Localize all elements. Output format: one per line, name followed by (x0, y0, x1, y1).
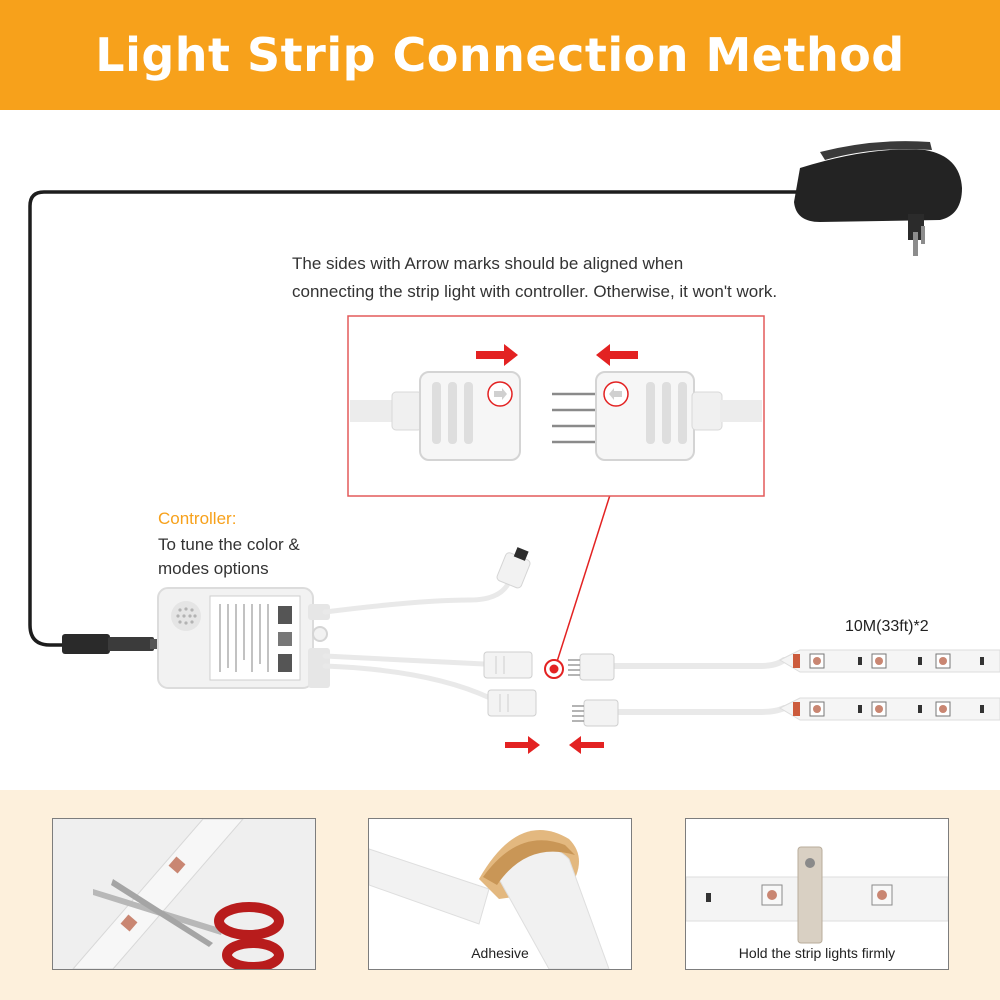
strip-length-label: 10M(33ft)*2 (845, 618, 929, 635)
mounting-clip (797, 846, 823, 944)
title-banner: Light Strip Connection Method (0, 0, 1000, 110)
controller-box (157, 587, 330, 689)
clip-illustration (686, 819, 948, 969)
male-connector-1 (568, 653, 615, 681)
note-line-2: connecting the strip light with controll… (292, 282, 778, 301)
scissors-illustration (53, 819, 315, 969)
strip-cable-1 (322, 653, 487, 667)
led-strip-2 (778, 697, 1000, 721)
controller-description: To tune the color & modes options (158, 533, 358, 581)
strip-cable-3 (609, 657, 787, 669)
connection-diagram (28, 141, 1000, 754)
led-strip-1 (778, 649, 1000, 673)
male-connector-2 (572, 699, 619, 727)
panel-cut (52, 818, 316, 970)
adhesive-illustration (369, 819, 631, 969)
alignment-note: The sides with Arrow marks should be ali… (292, 250, 892, 306)
panel-caption-adhesive: Adhesive (471, 945, 529, 961)
strip-cable-4 (609, 705, 787, 715)
panel-adhesive: Adhesive (368, 818, 632, 970)
page-title: Light Strip Connection Method (95, 28, 905, 82)
panel-caption-clip: Hold the strip lights firmly (738, 945, 896, 961)
female-connector-1 (483, 651, 533, 679)
panel-clip: Hold the strip lights firmly (685, 818, 949, 970)
small-arrows (505, 736, 604, 754)
callout-leader (554, 494, 611, 669)
zoom-callout (347, 315, 765, 497)
usb-cable (322, 577, 513, 615)
dc-plug (62, 634, 160, 654)
power-cable (28, 190, 808, 647)
controller-desc-line-1: To tune the color & (158, 535, 300, 554)
strip-cable-2 (322, 663, 493, 701)
note-line-1: The sides with Arrow marks should be ali… (292, 254, 684, 273)
bottom-section: Adhesive Hold the strip lights firmly (0, 790, 1000, 1000)
usb-connector (496, 547, 531, 589)
female-connector-2 (487, 689, 537, 717)
controller-desc-line-2: modes options (158, 559, 269, 578)
power-adapter (794, 141, 962, 256)
controller-title: Controller: (158, 509, 237, 528)
scissors-handle (214, 902, 284, 940)
